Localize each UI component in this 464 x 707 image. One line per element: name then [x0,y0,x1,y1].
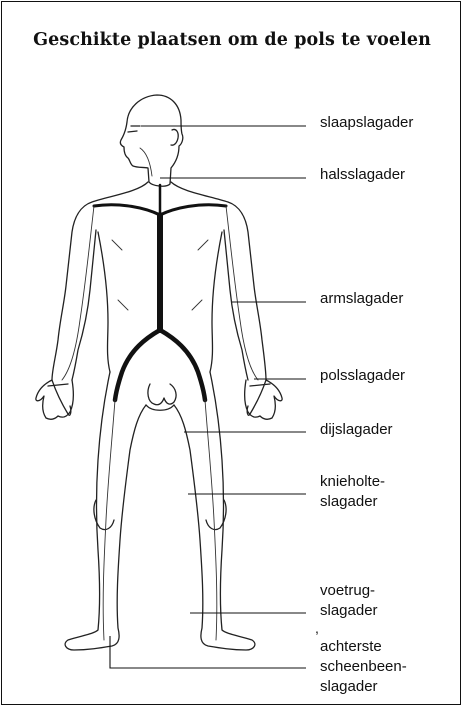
leader-scheen [110,636,306,668]
label-halsslagader: halsslagader [320,165,405,184]
label-polsslagader: polsslagader [320,366,405,385]
iliac-right [160,330,205,400]
label-armslagader: armslagader [320,289,403,308]
arch-left [94,205,160,215]
ear [171,129,178,145]
label-scheenbeen-line3: slagader [320,677,378,696]
label-knieholte-line1: knieholte- [320,472,385,491]
label-scheenbeen-line1: achterste [320,637,382,656]
label-knieholte-line2: slagader [320,492,378,511]
legs-outline [65,372,146,650]
label-voetrug-line1: voetrug- [320,581,375,600]
arch-right [160,205,226,215]
iliac-left [115,330,160,400]
stray-mark: , [315,620,319,636]
label-slaapslagader: slaapslagader [320,113,413,132]
label-scheenbeen-line2: scheenbeen- [320,657,407,676]
label-voetrug-line2: slagader [320,601,378,620]
label-dijslagader: dijslagader [320,420,393,439]
